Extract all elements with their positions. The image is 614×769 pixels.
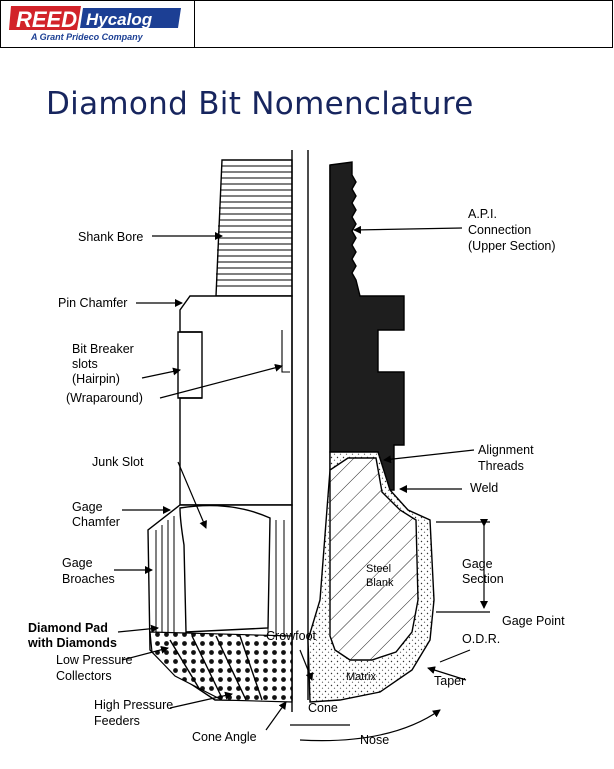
label-alignment-1: Alignment (478, 443, 534, 457)
label-high-pressure-2: Feeders (94, 714, 140, 728)
label-gage-chamfer-2: Chamfer (72, 515, 120, 529)
label-pin-chamfer: Pin Chamfer (58, 296, 127, 310)
label-gage-section-1: Gage (462, 557, 493, 571)
label-gage-broaches-1: Gage (62, 556, 93, 570)
label-matrix: Matrix (346, 671, 376, 683)
label-low-pressure-2: Collectors (56, 669, 112, 683)
label-cone: Cone (308, 701, 338, 715)
logo-red-block (9, 6, 81, 30)
label-shank-bore: Shank Bore (78, 230, 143, 244)
gage-broach-ribs (155, 516, 285, 640)
label-hairpin: (Hairpin) (72, 372, 120, 386)
label-gage-section-2: Section (462, 572, 504, 586)
label-api-1: A.P.I. (468, 207, 497, 221)
label-steel-blank-2: Blank (366, 577, 394, 589)
bit-right-half (307, 161, 435, 703)
label-high-pressure-1: High Pressure (94, 698, 173, 712)
label-cone-angle: Cone Angle (192, 730, 257, 744)
label-api-3: (Upper Section) (468, 239, 556, 253)
page-title: Diamond Bit Nomenclature (46, 86, 474, 122)
steel-blank (329, 457, 419, 661)
label-steel-blank-1: Steel (366, 563, 391, 575)
logo-brand-text: REED (16, 7, 77, 32)
pin-thread (215, 159, 293, 297)
api-connection-section (329, 161, 405, 491)
label-gage-point: Gage Point (502, 614, 565, 628)
label-taper: Taper (434, 674, 465, 688)
label-gage-chamfer-1: Gage (72, 500, 103, 514)
label-junk-slot: Junk Slot (92, 455, 144, 469)
label-crowfoot: Crowfoot (266, 629, 317, 643)
label-low-pressure-1: Low Pressure (56, 653, 132, 667)
dimension-lines (290, 519, 490, 742)
leader-lines (114, 225, 475, 731)
label-odr: O.D.R. (462, 632, 500, 646)
label-api-2: Connection (468, 223, 531, 237)
header-logo-cell: REED Hycalog A Grant Prideco Company (1, 1, 195, 47)
label-wraparound: (Wraparound) (66, 391, 143, 405)
shank-body (179, 295, 293, 506)
logo-tagline-text: A Grant Prideco Company (30, 32, 144, 42)
bit-left-half (147, 159, 293, 703)
thread-lines (216, 165, 292, 287)
label-gage-broaches-2: Broaches (62, 572, 115, 586)
company-logo: REED Hycalog A Grant Prideco Company (9, 6, 181, 42)
breaker-slot (177, 331, 202, 399)
watercourse-lines (169, 635, 263, 701)
label-diamond-pad-1: Diamond Pad (28, 621, 108, 635)
label-bit-breaker-slots: slots (72, 357, 98, 371)
junk-slot (179, 504, 271, 633)
wraparound-slot (281, 330, 290, 373)
label-weld: Weld (470, 481, 498, 495)
label-alignment-2: Threads (478, 459, 524, 473)
label-bit-breaker: Bit Breaker (72, 342, 134, 356)
label-nose: Nose (360, 733, 389, 747)
logo-blue-block (80, 8, 181, 28)
logo-name-text: Hycalog (86, 10, 153, 29)
label-diamond-pad-2: with Diamonds (27, 636, 117, 650)
header-box: REED Hycalog A Grant Prideco Company (0, 0, 613, 48)
